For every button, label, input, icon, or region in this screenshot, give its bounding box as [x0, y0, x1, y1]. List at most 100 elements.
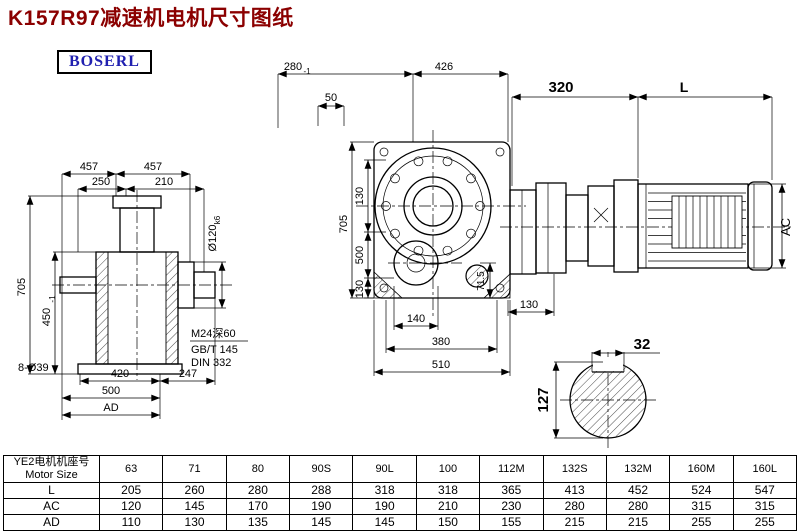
motor-fin-section — [678, 196, 736, 248]
value-cell: 145 — [162, 498, 227, 515]
dim-510: 510 — [432, 359, 450, 371]
value-cell: 210 — [415, 498, 481, 515]
value-cell: 260 — [162, 482, 227, 499]
left-view: 457 457 250 210 705 450 -1 Ø120 k6 M24深6… — [16, 161, 248, 420]
dim-127: 127 — [535, 387, 552, 412]
motor-view-part — [500, 179, 792, 275]
front-view: 280 -1 426 50 705 130 500 130 71.5 140 1… — [277, 61, 555, 376]
size-cell: 132S — [542, 455, 607, 483]
dim-705-front: 705 — [338, 215, 350, 233]
shaft-section-view: 32 127 — [535, 336, 660, 448]
dim-450: 450 — [41, 308, 53, 326]
note-gbt-standard: GB/T 145 — [191, 344, 238, 356]
front-view-dimensions: 280 -1 426 50 705 130 500 130 71.5 140 1… — [277, 61, 555, 376]
dim-d120: Ø120 — [207, 225, 219, 252]
row-label-cell: L — [3, 482, 100, 499]
value-cell: 365 — [479, 482, 544, 499]
value-cell: 315 — [669, 498, 734, 515]
shaft-section-dimensions: 32 127 — [535, 336, 660, 439]
value-cell: 215 — [542, 514, 607, 531]
value-cell: 255 — [732, 514, 798, 531]
dim-380: 380 — [432, 336, 450, 348]
size-cell: 112M — [479, 455, 544, 483]
motor-view-dimensions: 320 L AC — [511, 79, 793, 269]
table-row-ac: AC 120 145 170 190 190 210 230 280 280 3… — [3, 498, 798, 515]
value-cell: 280 — [542, 498, 607, 515]
value-cell: 190 — [352, 498, 417, 515]
row-label-cell: AC — [3, 498, 100, 515]
dim-71-5: 71.5 — [476, 271, 487, 291]
dim-457-b: 457 — [144, 161, 162, 173]
motor-size-label-en: Motor Size — [25, 469, 78, 481]
note-bolt-holes: 8-Ø39 — [18, 362, 49, 374]
size-cell: 71 — [162, 455, 227, 483]
motor-dimensions-table: YE2电机机座号 Motor Size 63 71 80 90S 90L 100… — [3, 455, 798, 531]
dim-280: 280 — [284, 61, 302, 73]
dim-130-right: 130 — [520, 299, 538, 311]
logo-text: BOSERL — [69, 53, 140, 70]
dim-280-tol: -1 — [303, 67, 311, 76]
dim-32: 32 — [634, 336, 651, 353]
left-view-part — [52, 190, 232, 380]
dim-420: 420 — [111, 368, 129, 380]
size-cell: 132M — [605, 455, 671, 483]
technical-drawing: 457 457 250 210 705 450 -1 Ø120 k6 M24深6… — [16, 61, 793, 448]
row-label-cell: AD — [3, 514, 100, 531]
shaft-section-part — [560, 352, 656, 448]
value-cell: 145 — [352, 514, 417, 531]
value-cell: 547 — [732, 482, 798, 499]
motor-size-header-cell: YE2电机机座号 Motor Size — [3, 455, 100, 483]
value-cell: 190 — [289, 498, 354, 515]
motor-view: 320 L AC — [500, 79, 793, 275]
dim-130-top: 130 — [354, 187, 366, 205]
dim-ad: AD — [103, 402, 118, 414]
value-cell: 215 — [605, 514, 671, 531]
front-view-part — [356, 130, 526, 316]
page-title: K157R97减速机电机尺寸图纸 — [8, 7, 294, 30]
dim-247: 247 — [179, 368, 197, 380]
dim-l: L — [680, 79, 689, 95]
dim-450-tol: -1 — [48, 295, 57, 303]
value-cell: 230 — [479, 498, 544, 515]
dim-705-left: 705 — [16, 278, 28, 296]
left-view-dimensions: 457 457 250 210 705 450 -1 Ø120 k6 M24深6… — [16, 161, 248, 420]
value-cell: 318 — [352, 482, 417, 499]
size-cell: 63 — [98, 455, 164, 483]
size-cell: 80 — [225, 455, 291, 483]
value-cell: 315 — [732, 498, 798, 515]
dim-250: 250 — [92, 176, 110, 188]
value-cell: 205 — [98, 482, 164, 499]
value-cell: 135 — [225, 514, 291, 531]
value-cell: 120 — [98, 498, 164, 515]
value-cell: 413 — [542, 482, 607, 499]
dim-50: 50 — [325, 92, 337, 104]
note-din-standard: DIN 332 — [191, 357, 231, 369]
size-cell: 90L — [352, 455, 417, 483]
value-cell: 318 — [415, 482, 481, 499]
value-cell: 288 — [289, 482, 354, 499]
value-cell: 130 — [162, 514, 227, 531]
boserl-logo: BOSERL — [57, 50, 152, 74]
dim-500-front: 500 — [354, 246, 366, 264]
table-header-row: YE2电机机座号 Motor Size 63 71 80 90S 90L 100… — [3, 455, 798, 483]
dim-130-bottom: 130 — [354, 280, 366, 298]
size-cell: 100 — [415, 455, 481, 483]
table-row-l: L 205 260 280 288 318 318 365 413 452 52… — [3, 482, 798, 499]
value-cell: 110 — [98, 514, 164, 531]
value-cell: 255 — [669, 514, 734, 531]
size-cell: 160M — [669, 455, 734, 483]
value-cell: 155 — [479, 514, 544, 531]
size-cell: 90S — [289, 455, 354, 483]
note-thread: M24深60 — [191, 327, 236, 340]
value-cell: 170 — [225, 498, 291, 515]
value-cell: 145 — [289, 514, 354, 531]
dim-ac: AC — [778, 218, 793, 236]
table-row-ad: AD 110 130 135 145 145 150 155 215 215 2… — [3, 514, 798, 531]
size-cell: 160L — [732, 455, 798, 483]
dim-426: 426 — [435, 61, 453, 73]
value-cell: 280 — [225, 482, 291, 499]
motor-size-label-cn: YE2电机机座号 — [13, 456, 90, 469]
value-cell: 452 — [605, 482, 671, 499]
value-cell: 280 — [605, 498, 671, 515]
dim-320: 320 — [548, 79, 573, 96]
